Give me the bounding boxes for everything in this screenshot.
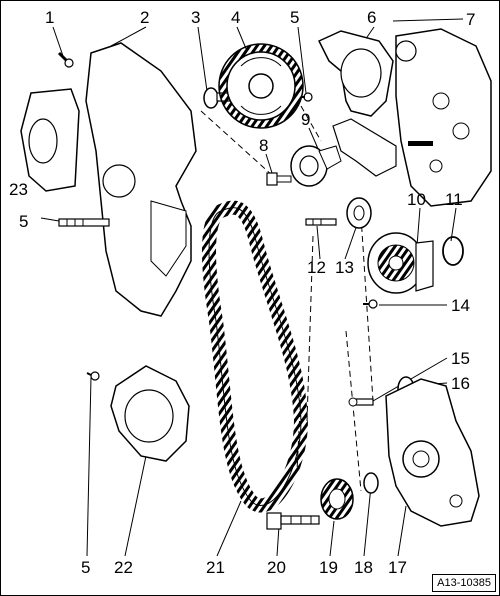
bolt-15 bbox=[348, 397, 374, 407]
bolt-1 bbox=[57, 51, 74, 68]
callout-20: 20 bbox=[267, 558, 286, 577]
crankshaft-sprocket bbox=[320, 478, 354, 520]
idler-roller bbox=[346, 197, 372, 229]
callout-5-left: 5 bbox=[19, 212, 29, 231]
callout-3: 3 bbox=[191, 8, 201, 27]
camshaft-sprocket bbox=[218, 43, 304, 129]
bolt-5-lower bbox=[86, 371, 100, 381]
callout-5: 5 bbox=[290, 8, 300, 27]
tensioner-roller bbox=[290, 145, 342, 187]
timing-belt bbox=[202, 200, 309, 513]
washer-18 bbox=[363, 472, 379, 494]
callout-11: 11 bbox=[445, 190, 463, 209]
bolt-14 bbox=[363, 299, 378, 309]
bolt-12 bbox=[305, 218, 337, 226]
crankshaft-bolt bbox=[266, 512, 320, 530]
figure-reference-code: A13-10385 bbox=[432, 574, 496, 592]
timing-belt-cover-lower bbox=[110, 365, 190, 462]
o-ring bbox=[442, 236, 464, 266]
callout-13: 13 bbox=[335, 258, 354, 277]
callout-22: 22 bbox=[114, 558, 133, 577]
callout-5-bottom: 5 bbox=[81, 558, 91, 577]
callout-21: 21 bbox=[206, 558, 225, 577]
callout-18: 18 bbox=[354, 558, 373, 577]
callout-15: 15 bbox=[451, 349, 470, 368]
callout-9: 9 bbox=[301, 110, 311, 129]
callout-6: 6 bbox=[367, 8, 377, 27]
callout-1: 1 bbox=[45, 8, 55, 27]
tensioner-bracket bbox=[385, 378, 480, 527]
callout-4: 4 bbox=[231, 8, 241, 27]
leader-lines bbox=[40, 18, 464, 557]
callout-16: 16 bbox=[451, 374, 470, 393]
callout-7: 7 bbox=[466, 10, 476, 29]
callout-23: 23 bbox=[9, 180, 28, 199]
callout-10: 10 bbox=[407, 190, 426, 209]
callout-2: 2 bbox=[140, 8, 150, 27]
bolt-8 bbox=[266, 172, 292, 186]
cylinder-head-block bbox=[395, 28, 492, 207]
coolant-pump bbox=[367, 232, 434, 294]
bolt-5-upper bbox=[301, 92, 313, 102]
callout-19: 19 bbox=[319, 558, 338, 577]
callout-14: 14 bbox=[451, 296, 470, 315]
callout-8: 8 bbox=[259, 136, 269, 155]
callout-12: 12 bbox=[307, 258, 326, 277]
bolt-5-left bbox=[58, 218, 110, 227]
callout-17: 17 bbox=[388, 558, 407, 577]
